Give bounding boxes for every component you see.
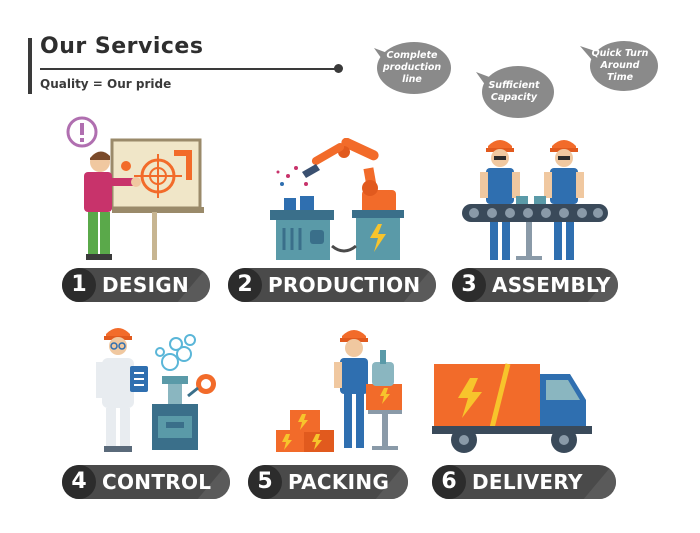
bubble-sufficient-capacity: Sufficient Capacity (474, 64, 554, 120)
bubble-text: Quick Turn Around Time (591, 48, 649, 83)
step-assembly: 3 ASSEMBLY (452, 268, 618, 302)
page-title: Our Services (40, 34, 204, 59)
step-number: 3 (452, 268, 486, 302)
bubble-text: Complete production line (382, 50, 442, 85)
step-number: 1 (62, 268, 96, 302)
bubble-text: Sufficient Capacity (488, 80, 540, 103)
production-illustration (270, 138, 404, 260)
header-accent-bar (28, 38, 32, 94)
speech-bubble-icon (476, 66, 554, 118)
step-control: 4 CONTROL (62, 465, 230, 499)
bubble-quick-turn: Quick Turn Around Time (580, 38, 660, 94)
step-label: DESIGN (102, 273, 190, 297)
step-design: 1 DESIGN (62, 268, 210, 302)
step-label: PACKING (288, 470, 390, 494)
header-divider-dot (334, 64, 343, 73)
step-delivery: 6 DELIVERY (432, 465, 616, 499)
step-number: 5 (248, 465, 282, 499)
speech-bubble-icon (374, 42, 451, 94)
design-illustration (66, 116, 204, 260)
assembly-illustration (462, 140, 608, 260)
exclamation-icon (66, 116, 98, 148)
step-number: 4 (62, 465, 96, 499)
step-number: 2 (228, 268, 262, 302)
page-subtitle: Quality = Our pride (40, 77, 172, 91)
speech-bubble-icon (580, 41, 658, 91)
step-number: 6 (432, 465, 466, 499)
step-label: ASSEMBLY (492, 273, 611, 297)
delivery-illustration (432, 363, 592, 453)
control-illustration (96, 328, 216, 452)
step-production: 2 PRODUCTION (228, 268, 436, 302)
step-label: CONTROL (102, 470, 212, 494)
step-packing: 5 PACKING (248, 465, 408, 499)
packing-illustration (276, 330, 402, 452)
services-header: Our Services Quality = Our pride (28, 34, 348, 96)
step-label: DELIVERY (472, 470, 583, 494)
step-label: PRODUCTION (268, 273, 421, 297)
header-divider (40, 68, 340, 70)
bubble-complete-production-line: Complete production line (372, 40, 452, 96)
